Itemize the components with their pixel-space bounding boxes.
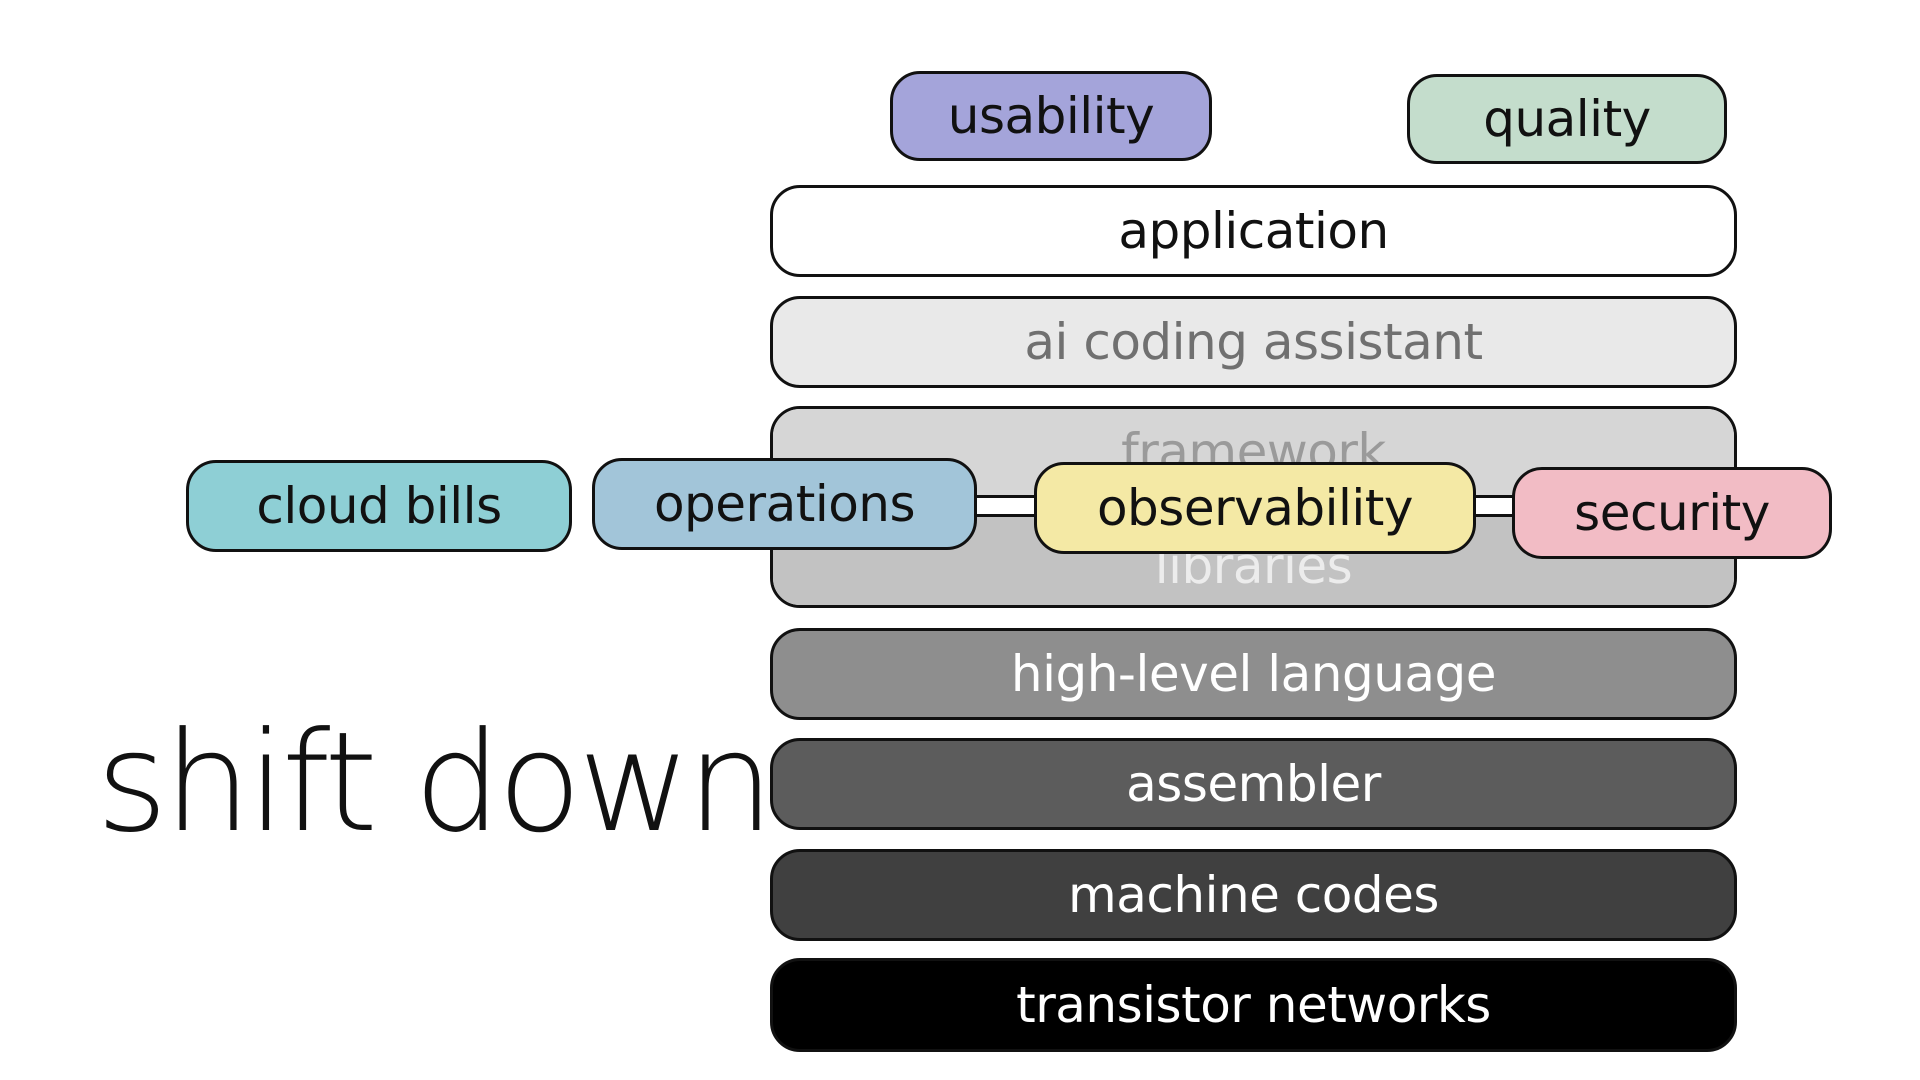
layer-transistor-networks: transistor networks xyxy=(770,958,1737,1052)
layer-application: application xyxy=(770,185,1737,277)
observability-pill: observability xyxy=(1034,462,1476,554)
usability-pill: usability xyxy=(890,71,1212,161)
connector-observability-security xyxy=(1472,495,1517,517)
operations-pill: operations xyxy=(592,458,977,550)
page-title: shift down xyxy=(96,702,774,863)
layer-assembler: assembler xyxy=(770,738,1737,830)
quality-pill: quality xyxy=(1407,74,1727,164)
layer-ai-coding-assistant: ai coding assistant xyxy=(770,296,1737,388)
connector-operations-observability xyxy=(972,495,1038,517)
layer-machine-codes: machine codes xyxy=(770,849,1737,941)
layer-high-level-language: high-level language xyxy=(770,628,1737,720)
cloud-bills-pill: cloud bills xyxy=(186,460,572,552)
security-pill: security xyxy=(1512,467,1832,559)
